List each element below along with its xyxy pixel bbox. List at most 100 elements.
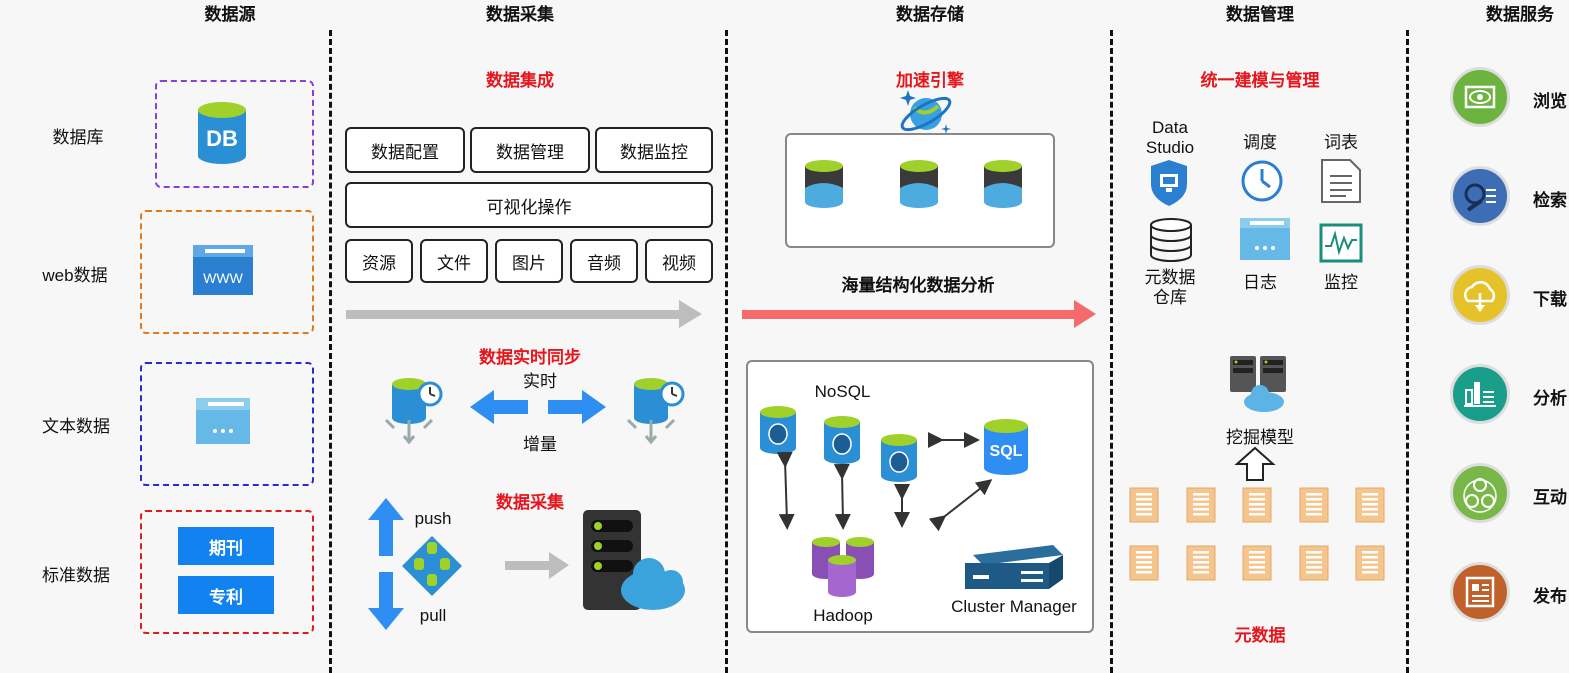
search-icon — [1464, 183, 1496, 212]
header-storage: 数据存储 — [896, 5, 964, 24]
data-studio-shield-icon — [1151, 160, 1187, 206]
service-label[interactable]: 浏览 — [1533, 92, 1567, 111]
service-document-icon[interactable] — [1450, 562, 1510, 622]
metadata-table-icon — [1242, 545, 1272, 581]
database-icon: DB — [198, 102, 246, 164]
document-list-icon — [1321, 159, 1361, 203]
pull-label: pull — [419, 606, 447, 625]
cloud-download-icon — [1463, 280, 1496, 312]
integration-title: 数据集成 — [486, 71, 554, 90]
sync-database-icon-right — [626, 378, 685, 445]
column-divider — [725, 30, 728, 673]
header-management: 数据管理 — [1226, 5, 1294, 24]
sql-database-icon: SQL — [984, 419, 1028, 475]
storage-db-icon — [900, 160, 938, 208]
metadata-table-icon — [1186, 487, 1216, 523]
people-icon — [1463, 478, 1497, 513]
service-label[interactable]: 分析 — [1533, 389, 1567, 408]
svg-text:DB: DB — [206, 126, 238, 151]
gather-title: 数据采集 — [496, 493, 564, 512]
push-label: push — [414, 509, 452, 528]
hollow-arrow-up-icon — [1234, 446, 1276, 481]
accel-title: 加速引擎 — [896, 71, 964, 90]
source-label-standard: 标准数据 — [42, 566, 110, 585]
source-label-text: 文本数据 — [42, 417, 110, 436]
tag-journal: 期刊 — [178, 527, 274, 565]
storage-db-icon — [984, 160, 1022, 208]
source-box-text — [140, 362, 314, 486]
bar-chart-icon — [1464, 382, 1496, 407]
header-sources: 数据源 — [204, 5, 256, 24]
realtime-label: 实时 — [523, 372, 557, 391]
metadata-table-icon — [1129, 545, 1159, 581]
incremental-label: 增量 — [523, 435, 557, 454]
source-box-standard — [140, 510, 314, 634]
eye-icon — [1464, 85, 1496, 109]
connector-arrows — [776, 432, 993, 532]
metadata-table-icon — [1355, 487, 1385, 523]
arrow-left-icon — [470, 390, 528, 424]
document-icon — [1465, 576, 1495, 608]
hadoop-label: Hadoop — [813, 606, 873, 625]
svg-text:SQL: SQL — [990, 443, 1023, 460]
metadata-table-icon — [1242, 487, 1272, 523]
sync-database-icon-left — [384, 378, 443, 445]
box-file: 文件 — [420, 239, 488, 283]
column-divider — [1110, 30, 1113, 673]
source-label-database: 数据库 — [52, 128, 104, 147]
metadata-table-icon — [1186, 545, 1216, 581]
metadata-title: 元数据 — [1234, 626, 1286, 645]
modeling-title: 统一建模与管理 — [1200, 71, 1320, 90]
flow-arrow-gray — [346, 300, 702, 328]
log-window-icon — [1240, 218, 1290, 260]
service-label[interactable]: 互动 — [1533, 488, 1567, 507]
box-image: 图片 — [495, 239, 563, 283]
metadata-table-icon — [1129, 487, 1159, 523]
box-visual-operation: 可视化操作 — [345, 182, 713, 228]
service-bar-chart-icon[interactable] — [1450, 364, 1510, 424]
service-people-icon[interactable] — [1450, 463, 1510, 523]
box-resource: 资源 — [345, 239, 413, 283]
metadata-table-icon — [1299, 487, 1329, 523]
cosmos-engine-icon — [900, 90, 952, 134]
sync-title: 数据实时同步 — [479, 348, 581, 367]
service-search-icon[interactable] — [1450, 166, 1510, 226]
clock-icon — [1241, 160, 1283, 202]
arrow-down-icon — [368, 572, 404, 630]
log-label: 日志 — [1243, 273, 1277, 292]
cluster-manager-icon — [965, 545, 1063, 589]
tag-patent: 专利 — [178, 576, 274, 614]
box-video: 视频 — [645, 239, 713, 283]
box-audio: 音频 — [570, 239, 638, 283]
source-box-web — [140, 210, 314, 334]
postgres-db-icon — [824, 416, 860, 464]
monitor-label: 监控 — [1324, 273, 1358, 292]
service-label[interactable]: 发布 — [1533, 587, 1567, 606]
warehouse-db-icon — [1150, 218, 1192, 262]
hadoop-cluster-icon — [812, 537, 874, 597]
cluster-manager-label: Cluster Manager — [951, 597, 1077, 616]
postgres-db-icon — [760, 406, 796, 454]
flow-arrow-small — [505, 552, 569, 579]
service-cloud-download-icon[interactable] — [1450, 265, 1510, 325]
nosql-label: NoSQL — [814, 382, 871, 401]
box-data-management: 数据管理 — [470, 127, 590, 173]
flow-arrow-red — [742, 300, 1096, 328]
browser-www-icon: WWW — [193, 245, 253, 295]
column-divider — [329, 30, 332, 673]
analysis-label: 海量结构化数据分析 — [841, 276, 995, 295]
service-eye-icon[interactable] — [1450, 67, 1510, 127]
service-label[interactable]: 下载 — [1533, 290, 1567, 309]
arrow-right-icon — [548, 390, 606, 424]
cluster-node-icon — [402, 536, 462, 596]
arrow-up-icon — [368, 498, 404, 556]
server-cloud-icon — [583, 510, 685, 610]
vocabulary-label: 词表 — [1324, 133, 1358, 152]
monitor-chart-icon — [1319, 223, 1363, 263]
storage-db-icon — [805, 160, 843, 208]
schedule-label: 调度 — [1243, 133, 1277, 152]
service-label[interactable]: 检索 — [1533, 191, 1567, 210]
source-box-database — [155, 80, 314, 188]
server-cloud-small-icon — [1230, 356, 1286, 412]
